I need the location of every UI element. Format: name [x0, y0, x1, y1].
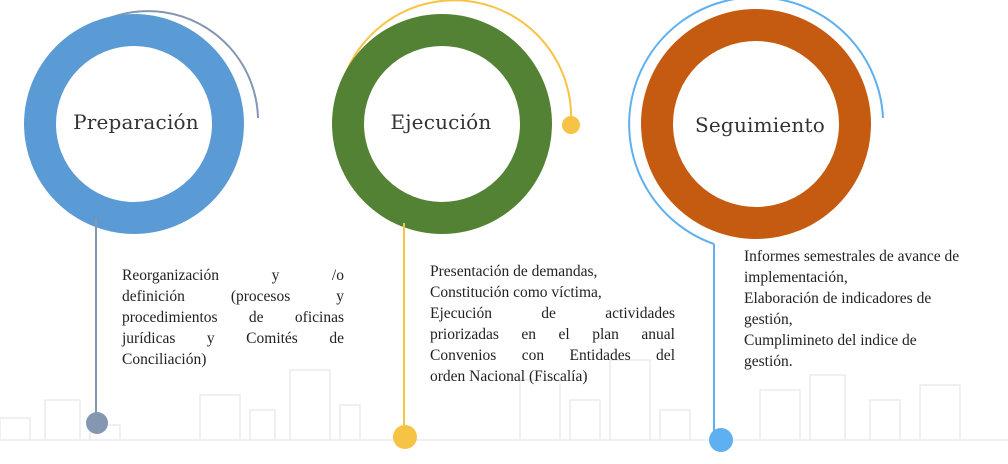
outer-arc-seguimiento	[628, 0, 884, 245]
city-skyline-background	[0, 359, 1008, 441]
end-dot-seguimiento	[709, 428, 733, 452]
stage-preparacion	[24, 10, 259, 434]
description-line: definición (procesos y	[122, 287, 344, 305]
description-line: Conciliación)	[122, 350, 207, 368]
description-line: Constitución como víctima,	[430, 283, 602, 301]
description-line: Reorganización y /o	[122, 267, 344, 284]
description-line: Convenios con Entidades del	[430, 346, 675, 364]
description-line: procedimientos de oficinas	[122, 308, 344, 326]
ring-seguimiento	[641, 9, 871, 239]
description-preparacion: Reorganización y /o definición (procesos…	[122, 266, 344, 371]
description-line: jurídicas y Comités de	[122, 329, 344, 347]
description-line: implementación,	[744, 268, 848, 286]
description-line: Informes semestrales de avance de	[744, 248, 960, 265]
arc-end-dot-ejecucion	[562, 116, 580, 134]
ring-preparacion	[24, 14, 244, 234]
description-line: priorizadas en el plan anual	[430, 325, 675, 343]
stage-ejecucion	[332, 0, 580, 449]
description-line: Ejecución de actividades	[430, 304, 675, 322]
ring-ejecucion	[332, 14, 552, 234]
description-line: Presentación de demandas,	[430, 263, 598, 280]
end-dot-preparacion	[86, 412, 108, 434]
description-line: orden Nacional (Fiscalía)	[430, 367, 588, 385]
stage-seguimiento	[628, 0, 884, 452]
stage-title-preparacion: Preparación	[73, 110, 199, 134]
description-line: Elaboración de indicadores de	[744, 289, 932, 307]
description-line: Cumplimineto del indice de	[744, 331, 917, 349]
description-seguimiento: Informes semestrales de avance de implem…	[744, 247, 1006, 373]
description-line: gestión,	[744, 310, 793, 328]
description-line: gestión.	[744, 352, 793, 370]
description-ejecucion: Presentación de demandas, Constitución c…	[430, 262, 675, 388]
stage-title-seguimiento: Seguimiento	[695, 113, 825, 137]
stage-title-ejecucion: Ejecución	[390, 110, 492, 134]
end-dot-ejecucion	[393, 425, 417, 449]
